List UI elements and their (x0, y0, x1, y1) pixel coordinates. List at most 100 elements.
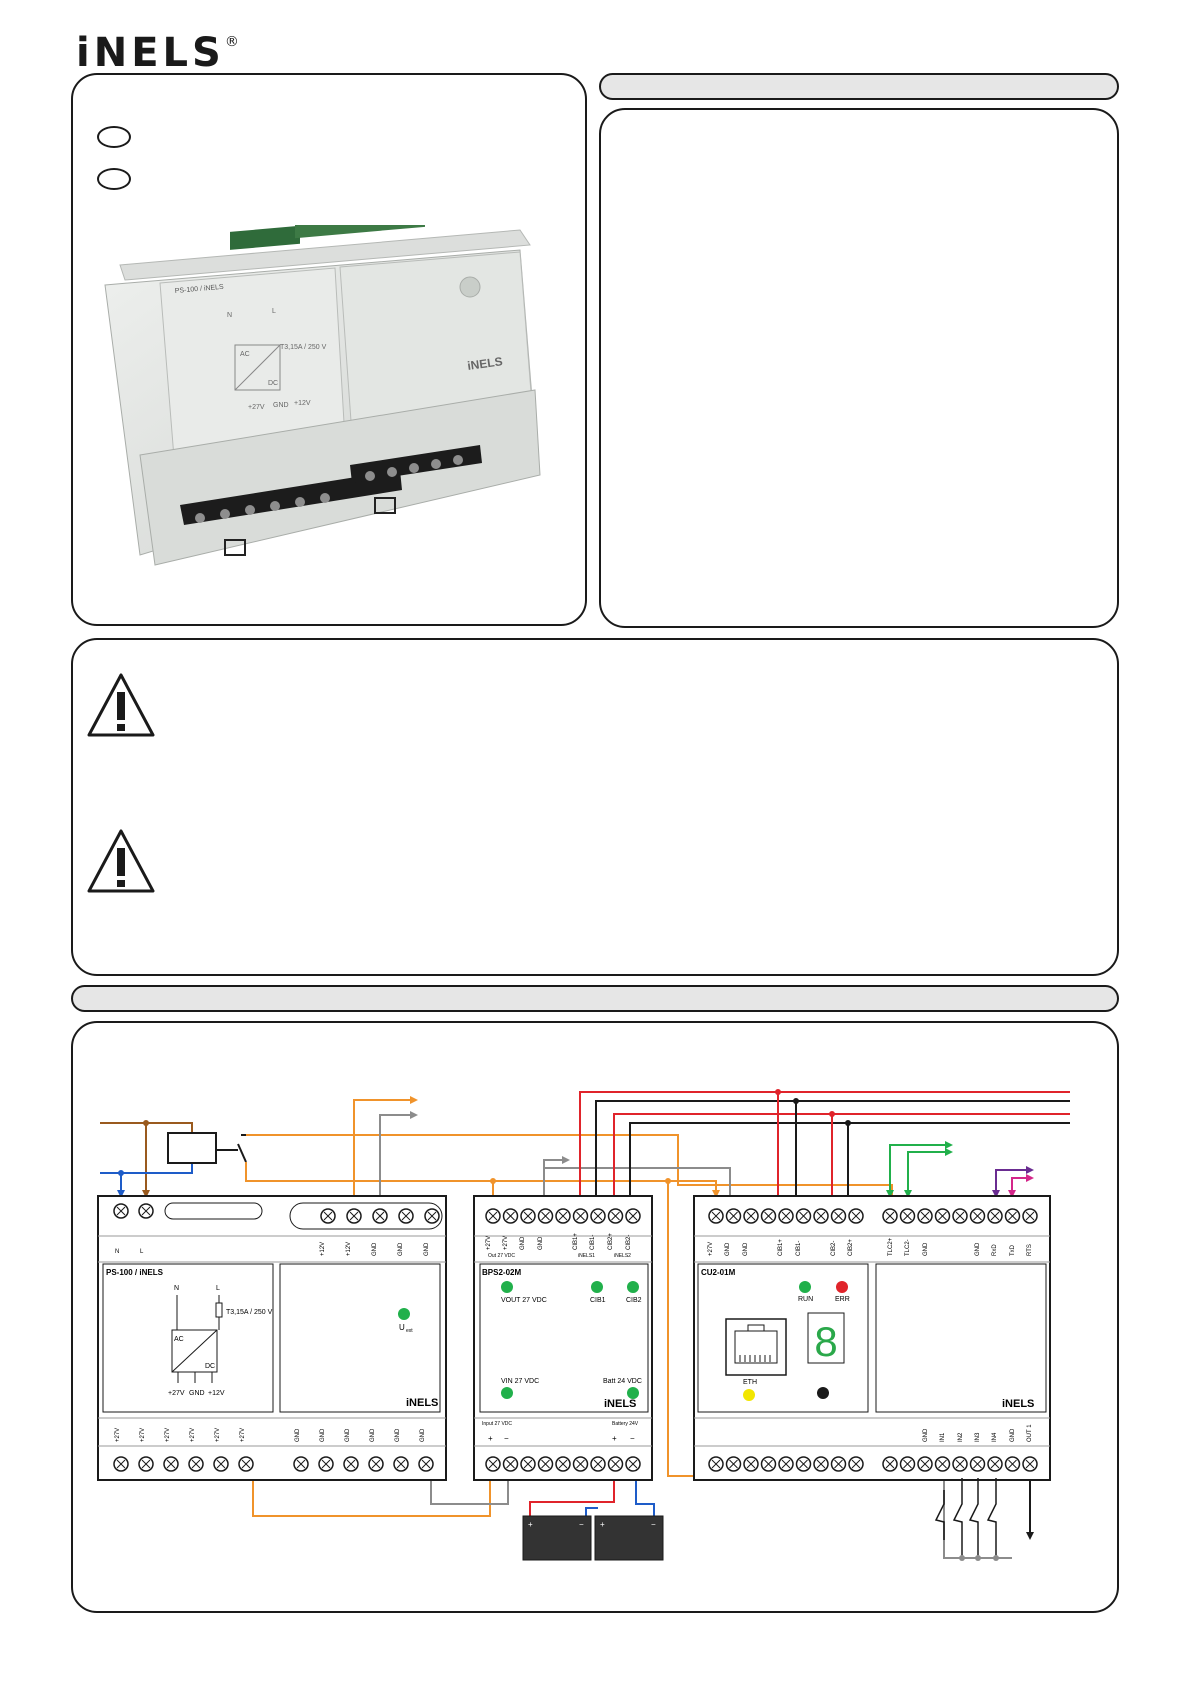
ps100-top-terminal-label: GND (372, 1242, 378, 1256)
cu-err: ERR (835, 1296, 850, 1303)
cu-run: RUN (798, 1296, 813, 1303)
ps100-top-terminal-label: +12V (320, 1242, 326, 1256)
warning-triangle-icon (87, 673, 155, 737)
bps-cib2-led-icon (627, 1281, 639, 1293)
ps100-bottom-terminal-label: +27V (140, 1428, 146, 1442)
bps-top-terminal-label: CIB2+ (608, 1233, 614, 1250)
bps-cib2: CIB2 (626, 1297, 642, 1304)
ps100-bottom-terminal-label: +27V (165, 1428, 171, 1442)
brand-logo: iNELS® (76, 30, 239, 76)
description-box (599, 108, 1119, 628)
warning-triangle-icon (87, 829, 155, 893)
cu-brand: iNELS (1002, 1398, 1034, 1410)
cu-err-led-icon (836, 1281, 848, 1293)
cu-top-terminal-label: TLC2+ (888, 1237, 894, 1256)
battery1-minus: − (579, 1520, 584, 1529)
ps100-top-terminal-label: L (140, 1249, 144, 1255)
photo-neutral: N (227, 312, 232, 319)
photo-dc: DC (268, 380, 278, 387)
cu-top-terminal-label: TLC2- (905, 1239, 911, 1256)
ps100-led-sub: ext (406, 1328, 413, 1334)
rj45-port-icon (725, 1318, 787, 1376)
cu-bottom-terminal-label: GND (923, 1428, 929, 1442)
bps-vin-led-icon (501, 1387, 513, 1399)
bps-group-battery: Battery 24V (612, 1421, 639, 1427)
bps-module: BPS2-02M VOUT 27 VDC CIB1 CIB2 VIN 27 VD… (473, 1195, 653, 1481)
relay-coil (167, 1132, 217, 1164)
bps-group-out: Out 27 VDC (488, 1253, 515, 1259)
bps-cib1: CIB1 (590, 1297, 606, 1304)
warnings-box (71, 638, 1119, 976)
photo-fuse: T3,15A / 250 V (280, 344, 327, 351)
product-photo: PS-100 / iNELS N L T3,15A / 250 V AC DC … (104, 225, 541, 566)
brand-reg: ® (224, 33, 239, 50)
bps-sign-1: − (504, 1434, 509, 1443)
cu-top-terminal-label: RTS (1027, 1244, 1033, 1256)
photo-gnd: GND (273, 402, 289, 409)
bps-batt: Batt 24 VDC (603, 1378, 642, 1385)
bps-batt-led-icon (627, 1387, 639, 1399)
ps100-bottom-terminal-label: GND (395, 1428, 401, 1442)
photo-out27: +27V (248, 404, 265, 411)
ps100-top-terminal-label: N (115, 1249, 119, 1255)
photo-brand: iNELS (466, 354, 503, 373)
switch-icon (934, 1478, 997, 1558)
bps-group-inels1: iNELS1 (578, 1253, 595, 1259)
battery1-plus: + (528, 1520, 533, 1529)
ps100-top-terminal-label: +12V (346, 1242, 352, 1256)
seven-segment-icon (807, 1312, 845, 1364)
photo-out12: +12V (294, 400, 311, 407)
cu-top-terminal-label: CIB2- (831, 1241, 837, 1256)
cu-top-terminal-label: GND (725, 1242, 731, 1256)
ps100-top-terminal-label: GND (398, 1242, 404, 1256)
section-header-bar-2 (71, 985, 1119, 1012)
bps-top-terminal-label: +27V (503, 1236, 509, 1250)
ps100-bottom-terminal-label: GND (370, 1428, 376, 1442)
bps-top-terminal-label: GND (538, 1236, 544, 1250)
cu-eth-led-icon (743, 1389, 755, 1401)
ps100-bottom-terminal-label: +27V (190, 1428, 196, 1442)
ps100-led-label: U (399, 1323, 405, 1332)
battery-icon: + − + − (522, 1515, 664, 1561)
cu-eth: ETH (743, 1379, 757, 1386)
bps-top-terminal-label: CIB2- (626, 1235, 632, 1250)
bps-top-terminal-label: CIB1+ (573, 1233, 579, 1250)
ps100-out-2: +12V (208, 1390, 225, 1397)
ps100-led-icon (398, 1308, 410, 1320)
bps-sign-3: − (630, 1434, 635, 1443)
cu-top-terminal-label: RxD (992, 1244, 998, 1256)
cu-top-terminal-label: CIB1- (796, 1241, 802, 1256)
cu-top-terminal-label: GND (975, 1242, 981, 1256)
cu-title: CU2-01M (701, 1268, 736, 1277)
bps-brand: iNELS (604, 1398, 636, 1410)
photo-ac: AC (240, 351, 250, 358)
cu-bottom-terminal-label: IN1 (940, 1432, 946, 1442)
ps100-bottom-terminal-label: +27V (215, 1428, 221, 1442)
ps100-bottom-terminal-label: +27V (240, 1428, 246, 1442)
ps100-bottom-terminal-label: GND (320, 1428, 326, 1442)
cu-top-terminal-label: +27V (708, 1242, 714, 1256)
ps100-bottom-terminal-label: GND (420, 1428, 426, 1442)
ps100-brand: iNELS (406, 1397, 438, 1409)
bps-vin: VIN 27 VDC (501, 1378, 539, 1385)
ps100-out-0: +27V (168, 1390, 185, 1397)
brand-name: iNELS (76, 30, 225, 76)
cu-top-terminal-label: GND (923, 1242, 929, 1256)
bps-sign-0: + (488, 1434, 493, 1443)
bps-vout: VOUT 27 VDC (501, 1297, 547, 1304)
ps100-fuse: T3,15A / 250 V (226, 1309, 273, 1316)
ps100-l: L (216, 1285, 220, 1292)
cu-bottom-terminal-label: IN3 (975, 1432, 981, 1442)
section-header-bar-1 (599, 73, 1119, 100)
ps100-dc: DC (205, 1363, 215, 1370)
photo-module-label: PS-100 / iNELS (175, 284, 225, 295)
ps100-ac: AC (174, 1336, 184, 1343)
bps-top-terminal-label: GND (520, 1236, 526, 1250)
ps100-bottom-terminal-label: GND (295, 1428, 301, 1442)
battery2-minus: − (651, 1520, 656, 1529)
cu-reset-button[interactable] (817, 1387, 829, 1399)
cu-top-terminal-label: CIB1+ (778, 1239, 784, 1256)
bps-cib1-led-icon (591, 1281, 603, 1293)
